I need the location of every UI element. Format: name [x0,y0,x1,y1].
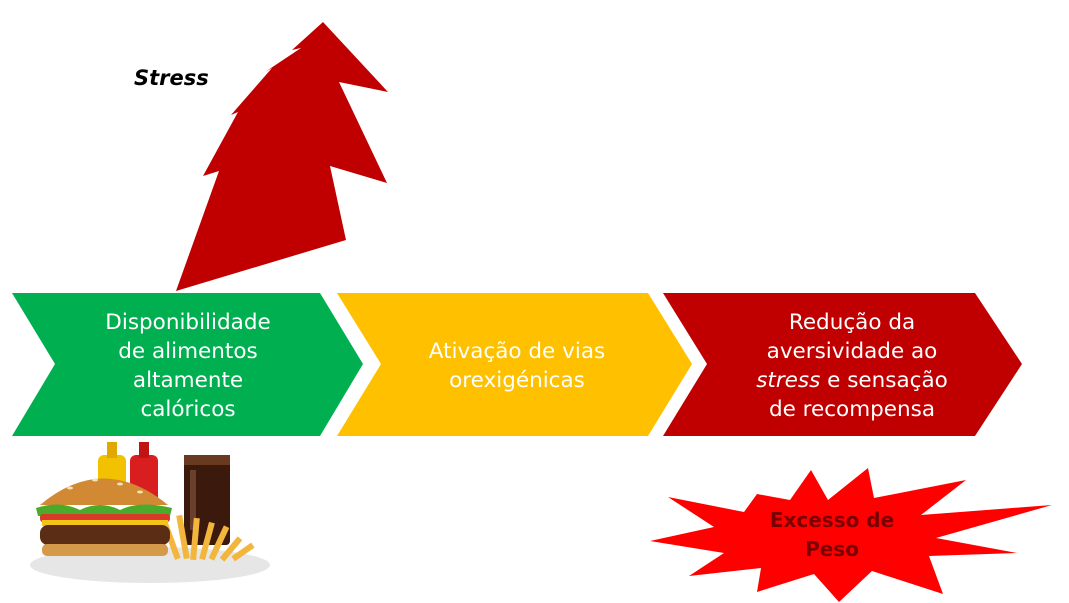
fast-food-icon [30,442,270,583]
outcome-burst [650,468,1052,602]
step-3-italic-word: stress [756,368,821,393]
step-1-text: Disponibilidade de alimentos altamente c… [58,296,318,436]
step-2-line-2: orexigénicas [449,368,585,393]
outcome-line-2: Peso [805,537,859,561]
step-3-line-3: stress e sensação [756,368,948,393]
step-2-text: Ativação de vias orexigénicas [372,296,662,436]
step-3-line-1: Redução da [788,310,916,335]
step-3-line-2: aversividade ao [766,339,938,364]
stress-lightning-bolt [176,22,388,291]
chevron-step-2 [337,293,692,436]
step-1-line-2: de alimentos [118,339,258,364]
step-1-line-3: altamente [132,368,244,393]
step-1-line-4: calóricos [140,397,236,422]
outcome-text: Excesso de Peso [752,506,912,564]
stress-label: Stress [134,66,209,90]
step-3-text: Redução da aversividade ao stress e sens… [712,296,992,436]
step-2-line-1: Ativação de vias [428,339,606,364]
step-1-line-1: Disponibilidade [105,310,271,335]
chevron-step-1 [12,293,363,436]
step-3-line-4: de recompensa [768,397,936,422]
outcome-line-1: Excesso de [769,508,895,532]
chevron-step-3 [663,293,1022,436]
